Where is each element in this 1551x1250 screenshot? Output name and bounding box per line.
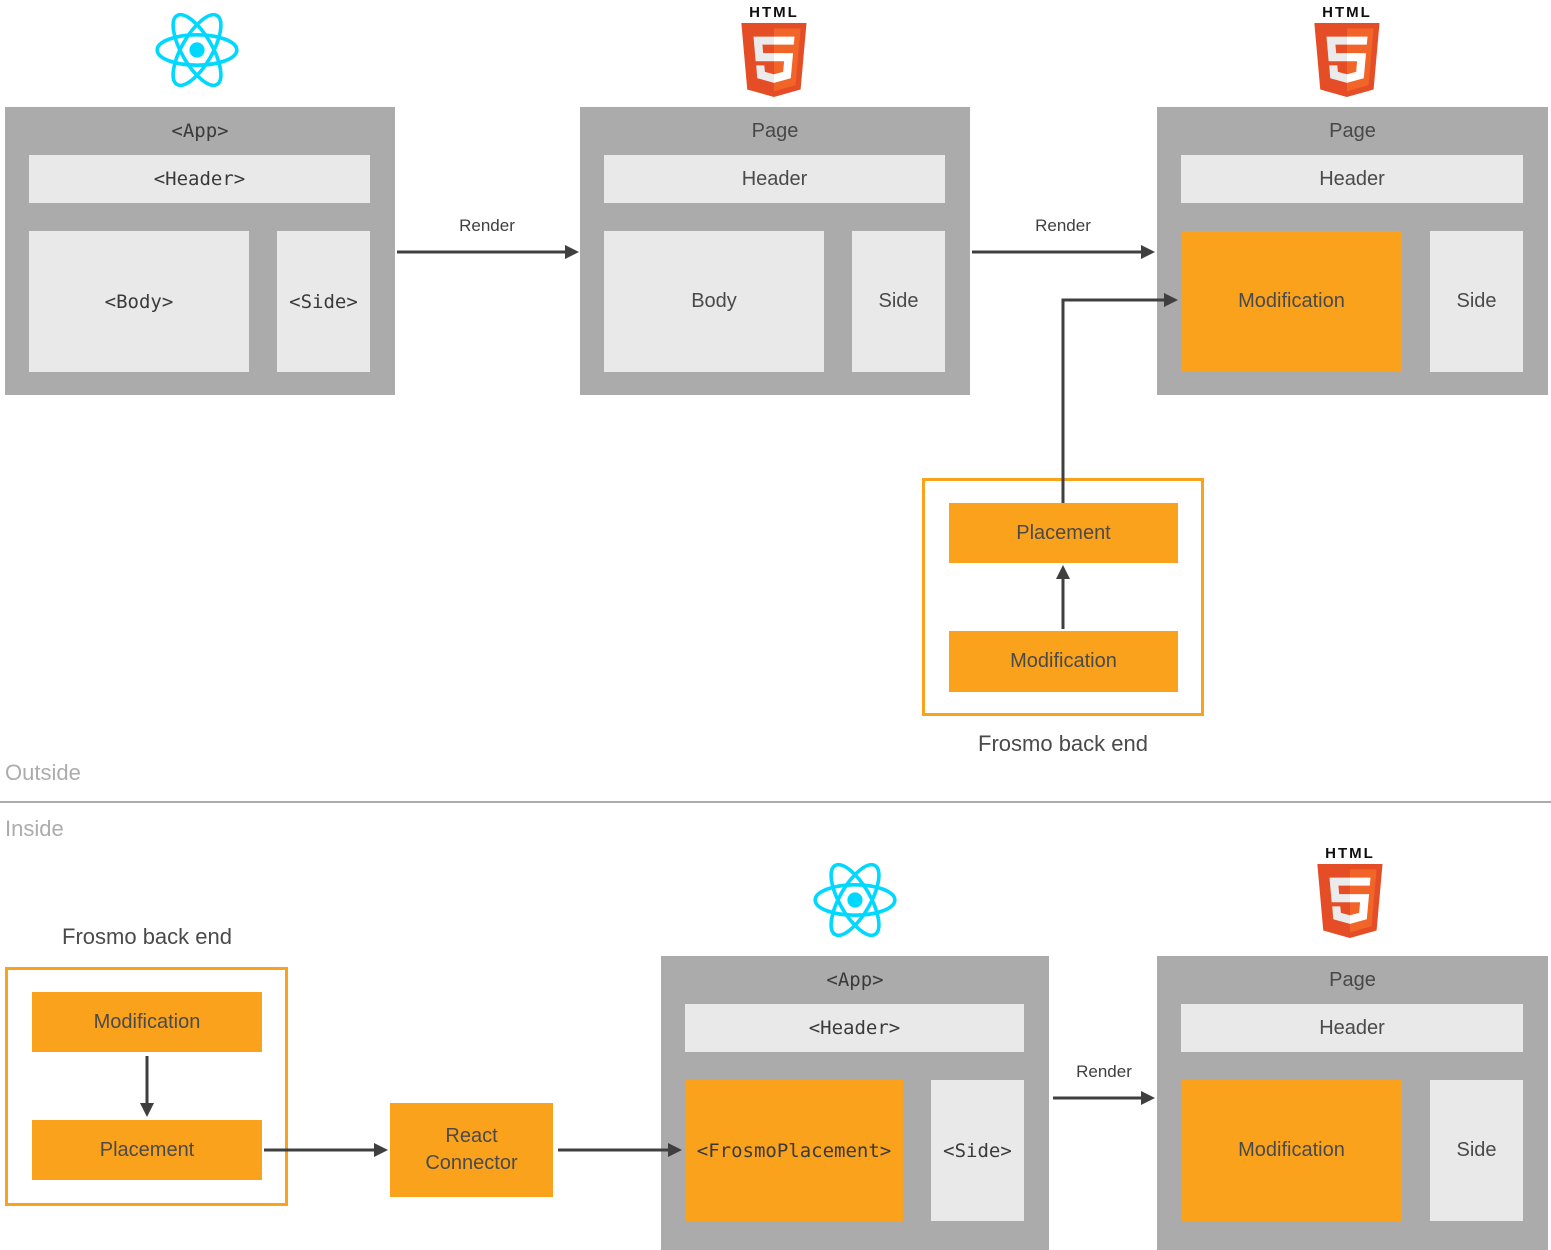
side-cell: Side [852, 231, 945, 372]
html5-logo-icon [741, 23, 807, 97]
react-connector-box: React Connector [390, 1103, 553, 1197]
header-cell: <Header> [29, 155, 370, 203]
render-arrow-label: Render [459, 216, 515, 235]
modification-box: Modification [949, 631, 1178, 692]
html5-logo: HTML [1310, 845, 1390, 939]
html5-logo: HTML [1307, 4, 1387, 98]
render-arrow [397, 245, 579, 259]
placement-box: Placement [949, 503, 1178, 563]
inside-react-app-box: <App> <Header> <FrosmoPlacement> <Side> [661, 956, 1049, 1250]
inside-zone-label: Inside [5, 816, 64, 841]
side-cell: Side [1430, 1080, 1523, 1221]
modification-cell: Modification [1181, 231, 1402, 372]
outside-zone-label: Outside [5, 760, 81, 785]
html5-logo-text: HTML [1325, 845, 1375, 862]
outside-frosmo-backend-box: Placement Modification [922, 478, 1204, 716]
react-logo-icon [155, 12, 239, 88]
header-cell: <Header> [685, 1004, 1024, 1052]
frosmo-placement-cell: <FrosmoPlacement> [685, 1080, 903, 1221]
header-cell: Header [1181, 155, 1523, 203]
box-title: <App> [171, 120, 229, 142]
render-arrow-label: Render [1076, 1062, 1132, 1081]
render-arrow [1053, 1091, 1155, 1105]
body-cell: Body [604, 231, 824, 372]
side-cell: Side [1430, 231, 1523, 372]
box-title: <App> [826, 969, 884, 991]
react-logo [813, 862, 897, 938]
html5-logo-text: HTML [1322, 4, 1372, 21]
header-cell: Header [1181, 1004, 1523, 1052]
outside-modified-page-box: Page Header Modification Side [1157, 107, 1548, 395]
box-content-row: Body Side [604, 231, 945, 372]
modification-box: Modification [32, 992, 262, 1052]
html5-logo-icon [1317, 864, 1383, 938]
box-content-row: Modification Side [1181, 1080, 1523, 1221]
body-cell: <Body> [29, 231, 249, 372]
box-title: Page [1329, 119, 1376, 142]
frosmo-backend-caption: Frosmo back end [62, 924, 232, 949]
render-arrow [972, 245, 1155, 259]
box-content-row: Modification Side [1181, 231, 1523, 372]
box-title: Page [1329, 968, 1376, 991]
inside-rendered-page-box: Page Header Modification Side [1157, 956, 1548, 1250]
box-content-row: <FrosmoPlacement> <Side> [685, 1080, 1024, 1221]
html5-logo: HTML [734, 4, 814, 98]
modification-cell: Modification [1181, 1080, 1402, 1221]
header-cell: Header [604, 155, 945, 203]
outside-rendered-page-box: Page Header Body Side [580, 107, 970, 395]
outside-inside-divider [0, 801, 1551, 803]
side-cell: <Side> [277, 231, 370, 372]
side-cell: <Side> [931, 1080, 1024, 1221]
react-logo-icon [813, 862, 897, 938]
inside-frosmo-backend-box: Modification Placement [5, 967, 288, 1206]
html5-logo-text: HTML [749, 4, 799, 21]
placement-box: Placement [32, 1120, 262, 1180]
outside-react-app-box: <App> <Header> <Body> <Side> [5, 107, 395, 395]
frosmo-backend-caption: Frosmo back end [978, 731, 1148, 756]
render-arrow-label: Render [1035, 216, 1091, 235]
box-content-row: <Body> <Side> [29, 231, 370, 372]
react-logo [155, 12, 239, 88]
html5-logo-icon [1314, 23, 1380, 97]
box-title: Page [751, 119, 799, 142]
